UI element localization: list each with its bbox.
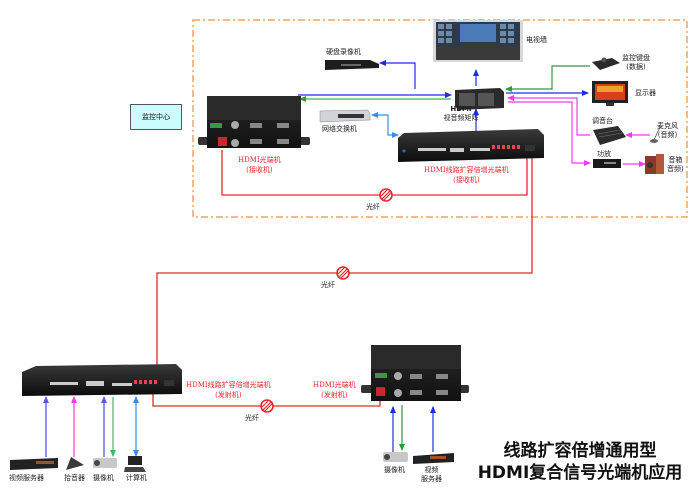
diagram-title-line1: 线路扩容倍增通用型	[503, 441, 657, 461]
camera-bottom-label: 摄像机	[93, 474, 114, 482]
monitoring-center-label: 监控中心	[130, 104, 182, 130]
fiber-top	[221, 150, 528, 196]
mixer-image	[593, 126, 626, 145]
computer-image	[124, 456, 146, 472]
speaker-label: 音箱 音频)	[667, 156, 684, 174]
matrix-label: HDMI 视音频矩阵	[433, 105, 489, 123]
hdmi-tx-unit-image	[361, 345, 469, 401]
speaker-label-line1: 音箱	[668, 156, 683, 164]
display-image	[592, 81, 628, 106]
hdmi-rx-unit-image	[198, 96, 310, 148]
hdmi-matrix-image	[455, 88, 504, 110]
link-mixer-matrix	[507, 95, 590, 136]
fiber-symbol-top	[379, 188, 393, 202]
fiber-symbol-bottom	[260, 399, 274, 413]
diagram-title-line2: HDMI复合信号光端机应用	[477, 463, 683, 483]
microphone-image	[650, 126, 661, 143]
matrix-label-line1: HDMI	[450, 105, 472, 113]
ext-rx-label: HDMI线路扩容倍增光端机 (接收机)	[424, 165, 509, 185]
diagram-title: 线路扩容倍增通用型 HDMI复合信号光端机应用	[470, 440, 690, 484]
video-server-right-label: 视频 服务器	[421, 466, 442, 484]
speaker-image	[645, 154, 664, 174]
ext-tx-label: HDMI线路扩容倍增光端机 (发射机)	[186, 380, 271, 400]
amplifier-label: 功放	[597, 150, 611, 158]
matrix-label-line2: 视音频矩阵	[443, 114, 479, 122]
network-switch-image	[319, 109, 371, 123]
link-switch-extrx	[371, 112, 399, 138]
video-server-right-image	[413, 453, 454, 464]
ext-tx-unit-image	[22, 364, 182, 396]
ext-rx-label-line2: (接收机)	[453, 176, 480, 184]
camera-bottom-image	[93, 458, 117, 468]
ext-tx-label-line1: HDMI线路扩容倍增光端机	[186, 381, 271, 389]
display-label: 显示器	[635, 89, 656, 97]
ptz-keyboard-image	[592, 57, 620, 70]
hdmi-tx-label-line1: HDMI光端机	[313, 381, 356, 389]
hdmi-rx-label: HDMI光端机 (接收机)	[238, 155, 281, 175]
ext-tx-label-line2: (发射机)	[215, 391, 242, 399]
microphone-label-line2: (音频)	[657, 131, 678, 139]
video-server-bottom-label: 视频服务器	[9, 474, 44, 482]
amplifier-image	[593, 159, 621, 168]
microphone-label: 麦克风 (音频)	[657, 122, 678, 140]
fiber-label-middle: 光纤	[321, 281, 335, 289]
pickup-image	[66, 457, 84, 470]
link-matrix-amplifier	[508, 101, 591, 166]
hdmi-rx-label-line2: (接收机)	[246, 166, 273, 174]
link-keyboard-matrix	[505, 65, 590, 92]
fiber-symbol-middle	[336, 266, 350, 280]
fiber-label-top: 光纤	[366, 203, 380, 211]
link-matrix-dvr	[379, 60, 416, 89]
ptz-keyboard-label: 监控键盘 (数据)	[622, 54, 650, 72]
ext-rx-label-line1: HDMI线路扩容倍增光端机	[424, 166, 509, 174]
video-server-bottom-image	[10, 458, 58, 470]
hdmi-tx-label-line2: (发射机)	[321, 391, 348, 399]
dvr-image	[325, 60, 379, 70]
camera-right-image	[383, 452, 408, 462]
network-switch-label: 网络交换机	[322, 125, 357, 133]
microphone-label-line1: 麦克风	[657, 122, 678, 130]
computer-label: 计算机	[126, 474, 147, 482]
hdmi-tx-label: HDMI光端机 (发射机)	[313, 380, 356, 400]
speaker-label-line2: 音频)	[667, 165, 684, 173]
dvr-label: 硬盘录像机	[326, 48, 361, 56]
tv-wall-label: 电视墙	[526, 36, 547, 44]
mixer-label: 调音台	[592, 117, 613, 125]
ptz-keyboard-label-line2: (数据)	[626, 63, 646, 71]
video-server-right-label-line2: 服务器	[421, 475, 442, 483]
fiber-label-bottom: 光纤	[245, 414, 259, 422]
tv-wall-image	[433, 20, 523, 62]
pickup-label: 拾音器	[64, 474, 85, 482]
ptz-keyboard-label-line1: 监控键盘	[622, 54, 650, 62]
camera-right-label: 摄像机	[384, 466, 405, 474]
hdmi-rx-label-line1: HDMI光端机	[238, 156, 281, 164]
video-server-right-label-line1: 视频	[424, 466, 439, 474]
ext-rx-unit-image	[398, 129, 544, 162]
